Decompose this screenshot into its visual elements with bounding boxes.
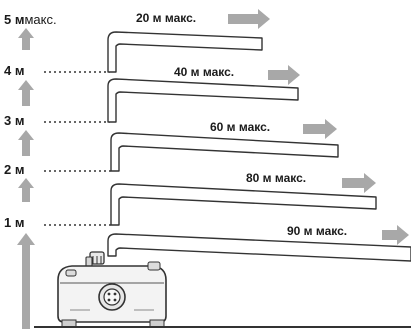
distance-label-80m: 80 м макс. <box>246 171 307 185</box>
height-label-3m: 3 м <box>4 113 25 128</box>
distance-label-20m: 20 м макс. <box>136 11 197 25</box>
pipe-2m <box>110 183 377 226</box>
height-label-5m: 5 ммакс. <box>4 12 57 28</box>
pipe-5m <box>107 31 263 73</box>
height-arrow-group <box>17 28 35 329</box>
level-dotted-lines <box>44 71 114 226</box>
right-arrow-icon <box>382 225 409 245</box>
right-arrow-icon <box>342 173 376 193</box>
pipe-3m <box>110 132 339 172</box>
right-arrow-icon <box>228 9 270 29</box>
distance-label-90m: 90 м макс. <box>287 224 348 238</box>
up-arrow-icon <box>18 80 34 106</box>
distance-label-60m: 60 м макс. <box>210 120 271 134</box>
height-label-2m: 2 м <box>4 162 25 177</box>
height-label-5m-suffix: макс. <box>24 12 57 27</box>
pipe-4m <box>107 78 299 123</box>
up-arrow-icon <box>18 178 34 202</box>
height-label-5m-value: 5 м <box>4 12 25 27</box>
distance-label-40m: 40 м макс. <box>174 65 235 79</box>
pipe-1m <box>107 233 411 262</box>
height-label-1m: 1 м <box>4 215 25 230</box>
up-arrow-icon <box>17 233 35 329</box>
up-arrow-icon <box>18 28 34 50</box>
right-arrow-icon <box>268 65 300 85</box>
right-arrow-icon <box>303 119 337 139</box>
up-arrow-icon <box>18 130 34 156</box>
pump-unit-icon <box>57 251 167 328</box>
height-label-4m: 4 м <box>4 63 25 78</box>
discharge-pipes <box>107 31 411 262</box>
distance-arrow-group <box>228 9 409 245</box>
